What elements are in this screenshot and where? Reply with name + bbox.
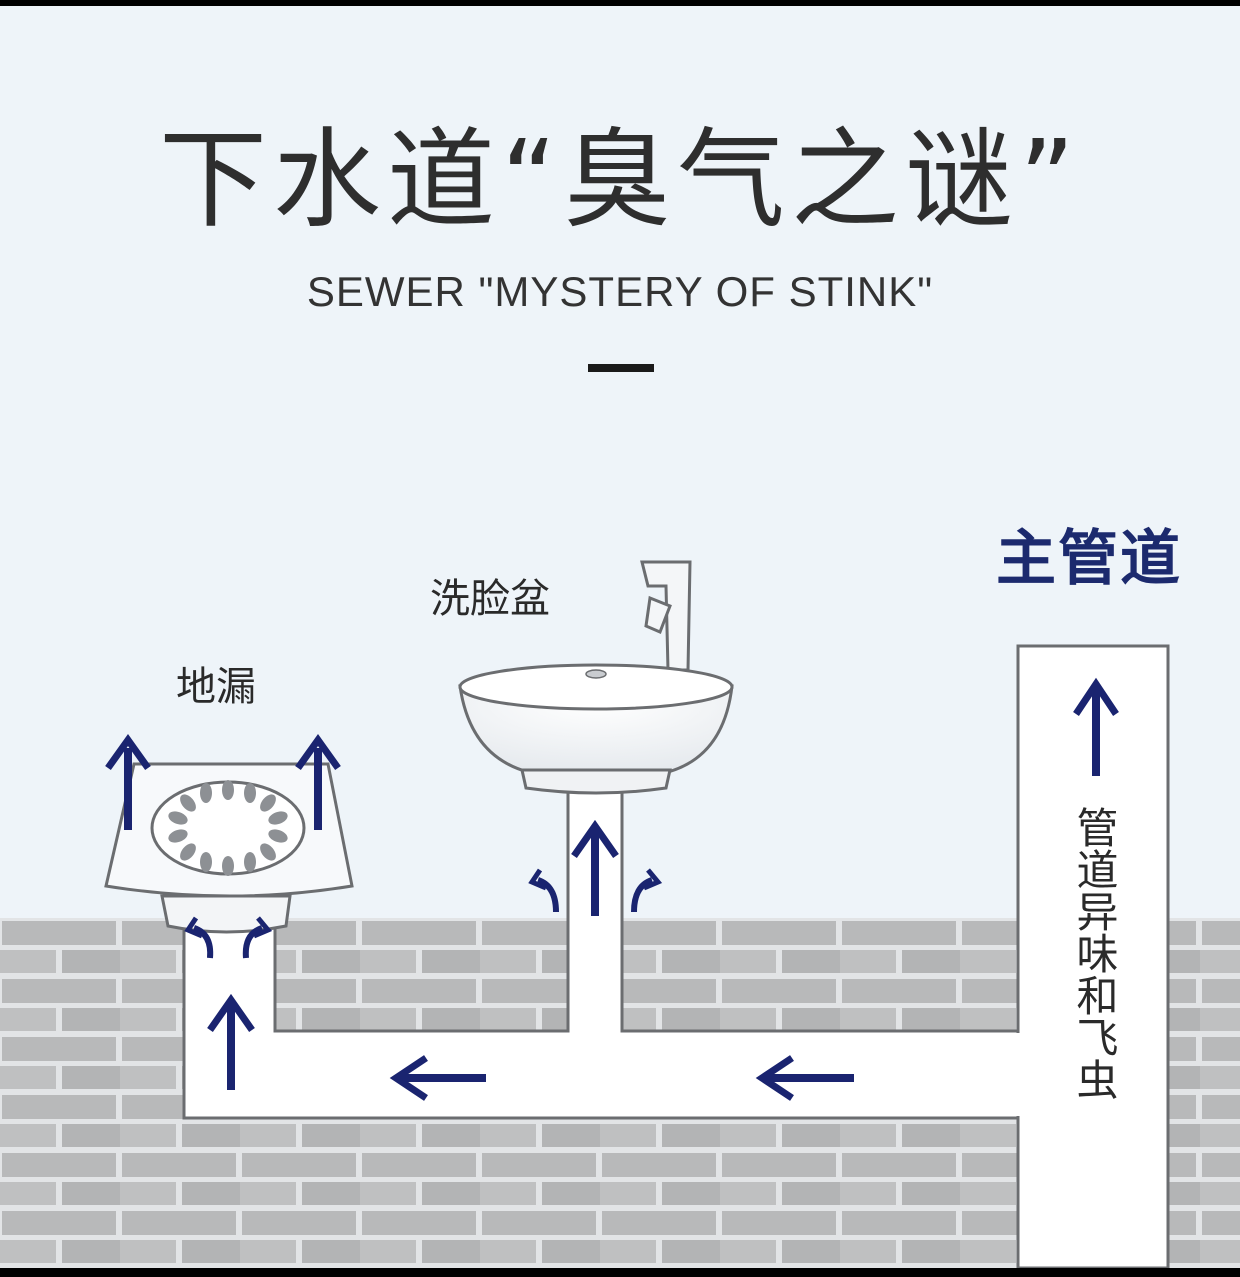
arrow-left-middle xyxy=(389,1055,486,1101)
diagram-canvas: 下水道“臭气之谜” SEWER "MYSTERY OF STINK" 地漏 洗脸… xyxy=(0,6,1240,1268)
curl-arrows xyxy=(184,868,663,959)
sewer-scene xyxy=(0,560,1240,1268)
title-divider xyxy=(588,364,654,372)
wash-basin xyxy=(458,560,734,795)
airflow-arrows xyxy=(105,677,1119,1101)
arrow-left-right xyxy=(755,1055,854,1101)
arrow-up-floor-right xyxy=(295,733,341,830)
arrow-up-main-pipe xyxy=(1073,677,1119,776)
arrow-up-basin-pipe xyxy=(571,819,619,916)
floor-drain xyxy=(104,762,354,934)
label-pipe-note: 管道异味和飞虫 xyxy=(1070,806,1119,1100)
arrow-up-drain-pipe xyxy=(207,993,255,1090)
label-main-pipe: 主管道 xyxy=(996,524,1182,594)
page-subtitle: SEWER "MYSTERY OF STINK" xyxy=(306,268,934,315)
page-title: 下水道“臭气之谜” xyxy=(159,118,1081,243)
label-floor-drain: 地漏 xyxy=(176,664,256,710)
label-wash-basin: 洗脸盆 xyxy=(430,576,550,622)
arrow-up-floor-left xyxy=(105,733,151,830)
